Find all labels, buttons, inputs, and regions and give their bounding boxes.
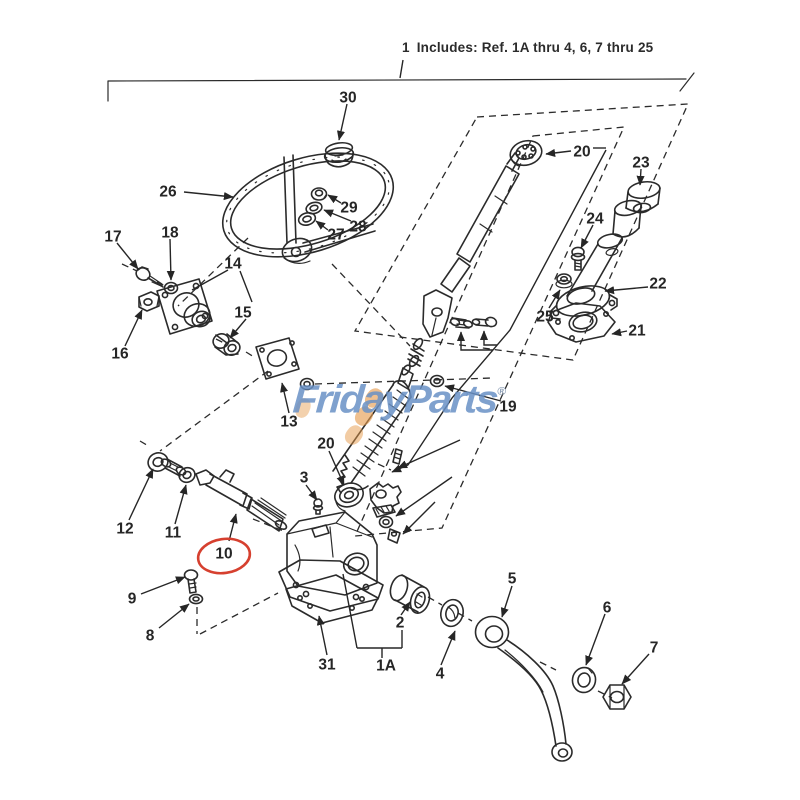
dashed-arm-axis [427, 596, 613, 699]
part-spring [407, 337, 425, 368]
part-sleeve-upper [612, 199, 643, 238]
part-washer-27 [297, 212, 317, 226]
part-nut-29 [310, 187, 328, 201]
part-shaft-tip [397, 364, 414, 390]
part-washer-6 [571, 666, 597, 694]
dashed-bolt8-line [196, 592, 279, 635]
callout-7-31: 7 [650, 640, 659, 657]
part-steering-cap [323, 141, 355, 168]
part-nut-16 [138, 291, 160, 312]
part-column-tube-22 [566, 233, 624, 297]
callout-27-4: 27 [327, 227, 344, 244]
part-bolt-17 [135, 266, 164, 288]
callout-23-12: 23 [632, 155, 650, 172]
part-gasket-21 [547, 302, 616, 343]
part-pitman-arm-5 [474, 615, 573, 762]
dashed-hub-to-shaft [331, 263, 411, 347]
dashed-pin-line [377, 463, 392, 471]
callout-12-20: 12 [116, 521, 133, 538]
part-bearing-20-top [509, 139, 543, 167]
part-steering-shaft [422, 152, 520, 338]
callout-24-13: 24 [586, 211, 604, 228]
part-nut-7 [602, 684, 632, 710]
dashed-sector-axis [139, 440, 287, 533]
callout-10-22: 10 [215, 546, 232, 563]
highlight-ellipse-10 [196, 537, 252, 575]
callout-30-0: 30 [339, 90, 356, 107]
part-oring-right [429, 374, 445, 388]
bracket-end-tick [679, 72, 695, 92]
note-text: 1 Includes: Ref. 1A thru 4, 6, 7 thru 25 [402, 40, 654, 55]
part-steering-wheel [221, 152, 395, 264]
dashed-wheel-to-flange [177, 237, 249, 307]
callout-5-29: 5 [508, 571, 517, 588]
part-pin-bolt [471, 316, 498, 328]
part-bolt-9 [183, 569, 199, 594]
ganged-leader-lines [391, 149, 607, 535]
dashed-oring-line [314, 377, 493, 385]
callout-1A-26: 1A [376, 658, 396, 675]
note-ref: 1 [402, 40, 410, 55]
callout-4-28: 4 [436, 666, 445, 683]
callout-9-23: 9 [128, 591, 137, 608]
callout-16-9: 16 [111, 346, 129, 363]
note-body: Includes: Ref. 1A thru 4, 6, 7 thru 25 [417, 40, 654, 55]
part-sector-shaft-10 [195, 469, 288, 532]
part-bearing-20-mid [334, 482, 364, 512]
outer-dashed-box [353, 103, 690, 361]
part-seal-12 [147, 452, 169, 472]
callout-18-6: 18 [161, 225, 179, 242]
callout-31-25: 31 [318, 657, 336, 674]
bracket-line [107, 78, 687, 102]
callout-8-24: 8 [146, 628, 155, 645]
part-worm-gear [332, 380, 412, 494]
dashed-gasket-to-seal [159, 370, 269, 452]
part-seal-4 [440, 598, 464, 628]
callout-20-11: 20 [573, 144, 590, 161]
callout-22-14: 22 [649, 276, 666, 293]
callout-21-16: 21 [628, 323, 646, 340]
callout-2-27: 2 [396, 615, 405, 632]
callout-20-18: 20 [317, 436, 334, 453]
part-housing [286, 511, 378, 596]
part-bolt-3 [312, 498, 324, 515]
part-washer-28 [305, 201, 323, 215]
callout-leaders [116, 103, 650, 685]
part-pin-roll [449, 317, 474, 329]
part-gasket-13 [255, 337, 300, 380]
part-gasket-31 [285, 574, 379, 624]
part-flange-housing-14 [156, 278, 213, 335]
part-nut-25 [555, 273, 573, 289]
callout-3-19: 3 [300, 470, 309, 487]
note-tick [399, 59, 404, 79]
callout-19-17: 19 [499, 399, 517, 416]
part-roll-pin-small [392, 448, 403, 465]
callout-6-30: 6 [603, 600, 612, 617]
part-bushing-2 [389, 574, 431, 614]
part-sector-gear [369, 482, 402, 544]
callout-25-15: 25 [536, 309, 554, 326]
part-bolt-24 [570, 246, 586, 271]
callout-26-1: 26 [159, 184, 177, 201]
callout-13-10: 13 [280, 414, 298, 431]
callout-17-5: 17 [104, 229, 121, 246]
part-washer-8 [188, 593, 204, 605]
part-bushing-15 [212, 333, 241, 356]
callout-15-8: 15 [234, 305, 252, 322]
callout-29-2: 29 [340, 200, 358, 217]
part-bushing-23 [625, 180, 661, 214]
note-group: 1 Includes: Ref. 1A thru 4, 6, 7 thru 25 [107, 40, 695, 102]
part-oring-left [299, 377, 315, 391]
inner-dashed-box [353, 126, 626, 537]
callout-14-7: 14 [224, 256, 242, 273]
callout-11-21: 11 [165, 525, 182, 542]
part-washer-11 [178, 466, 196, 484]
callout-28-3: 28 [349, 219, 367, 236]
